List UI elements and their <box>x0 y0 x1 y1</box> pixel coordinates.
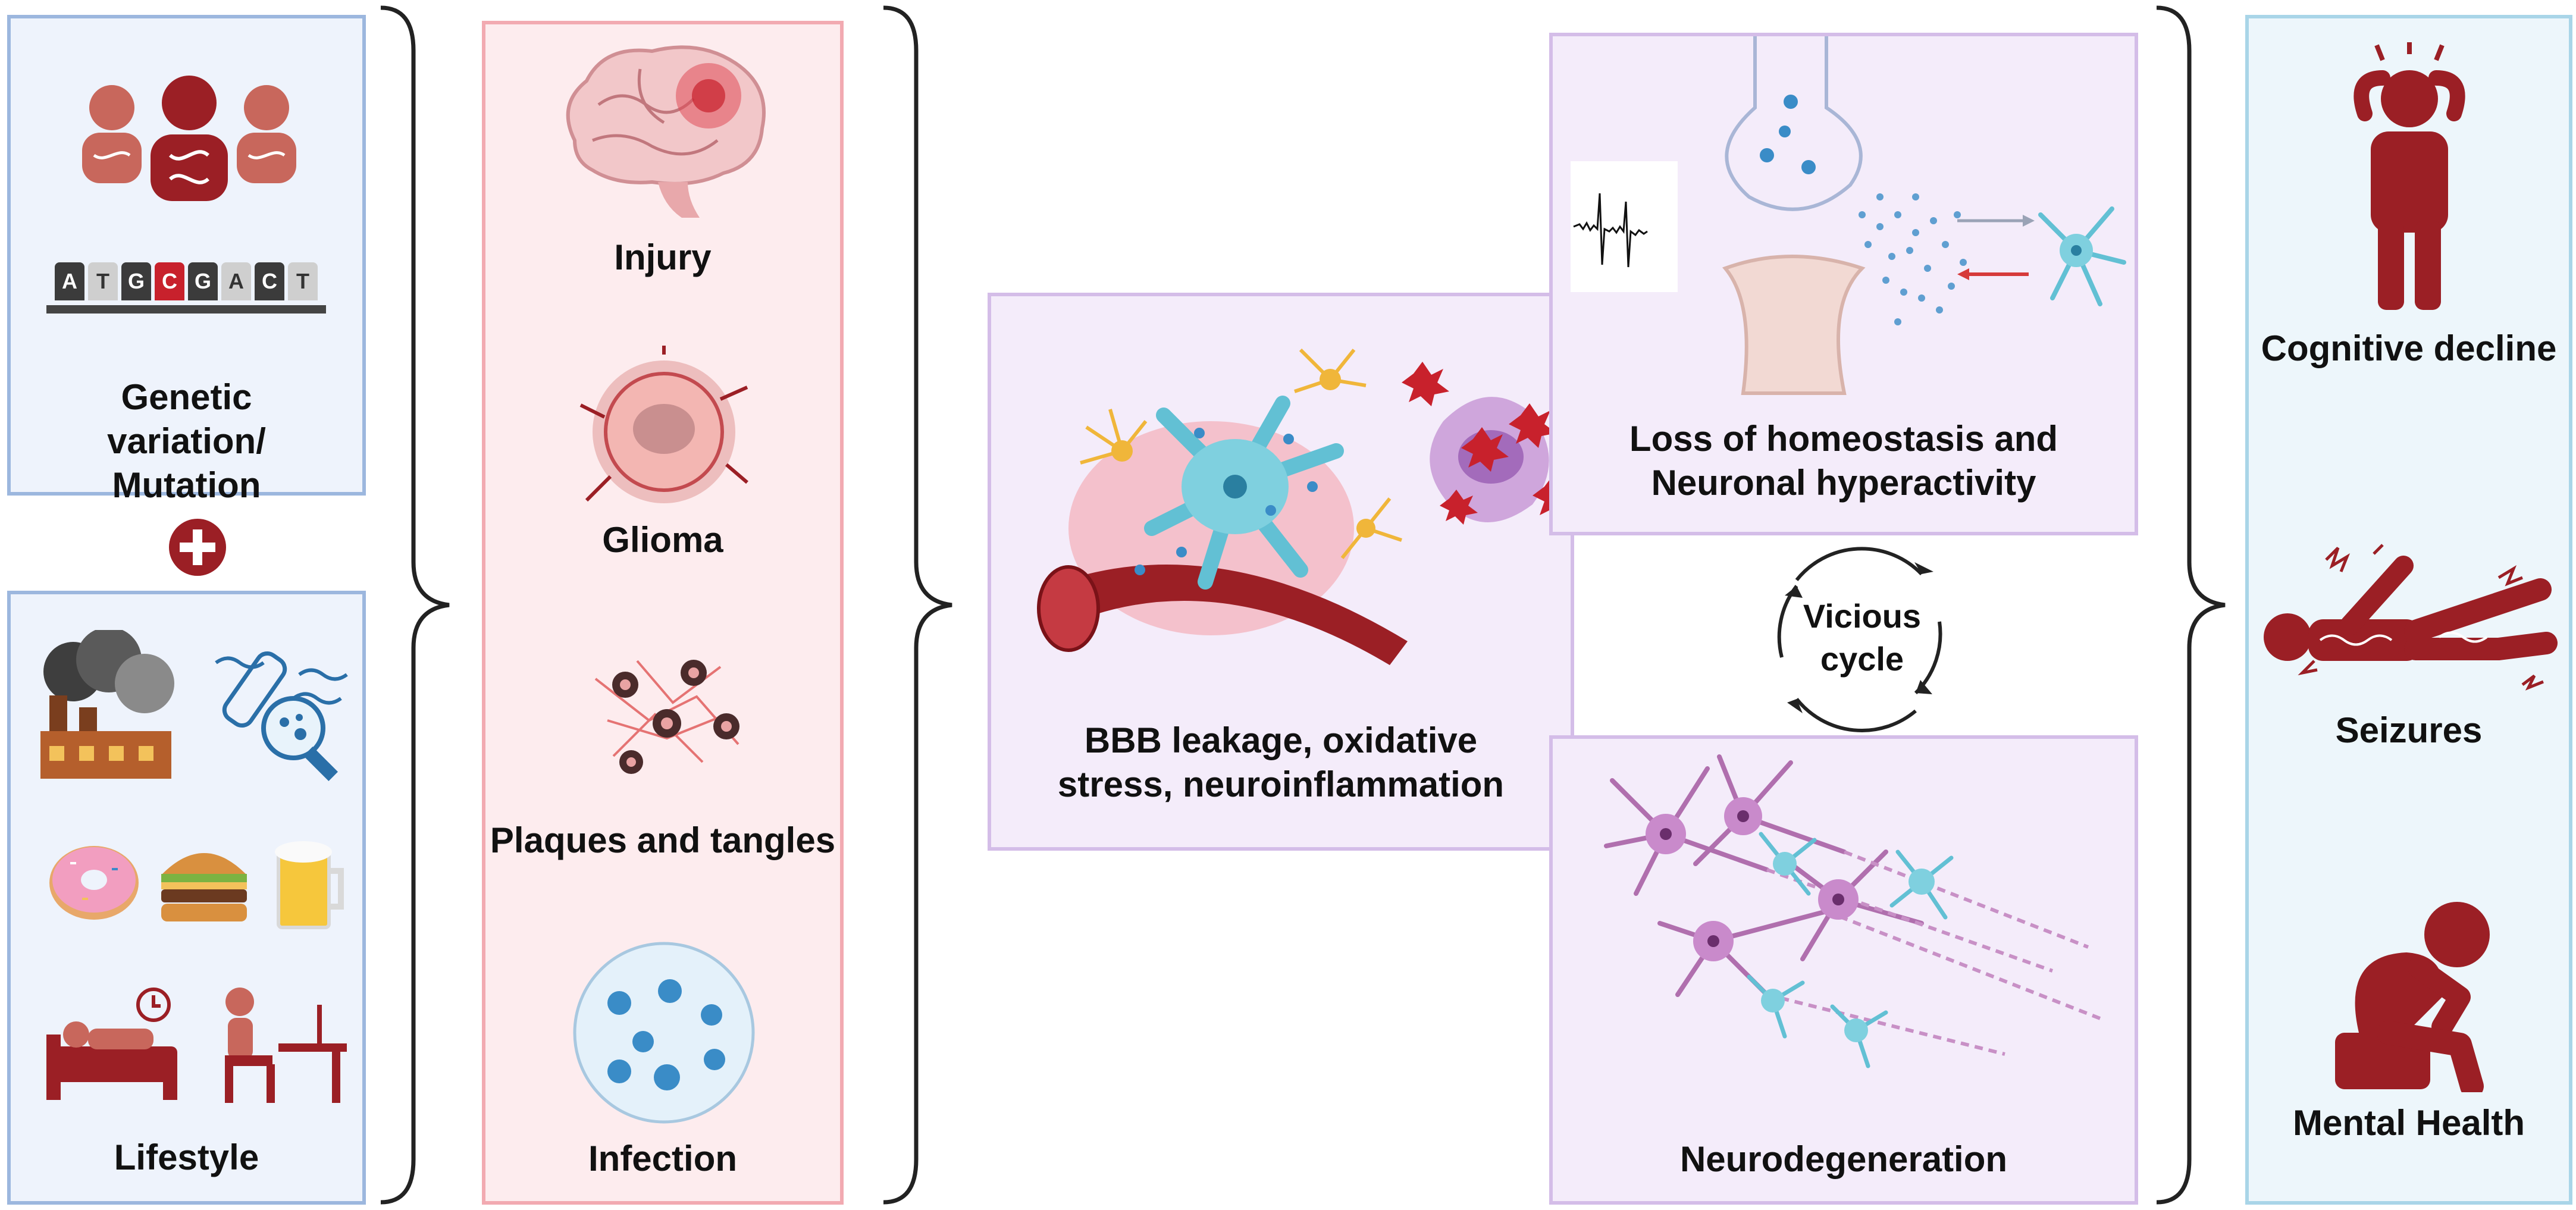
trigger-label-plaques: Plaques and tangles <box>490 820 836 860</box>
dna-base: G <box>121 262 151 300</box>
sad-person-icon <box>2335 902 2490 1092</box>
factory-pollution-icon <box>40 630 174 779</box>
burger-icon <box>161 853 247 921</box>
plaques-icon <box>594 660 739 774</box>
dna-base: C <box>255 262 284 300</box>
outcomes-panel: Cognitive decline Seizures Mental Health <box>2245 15 2572 1205</box>
people-dna-icon <box>82 76 296 201</box>
cycle-arrows-icon <box>1777 547 1942 733</box>
stressed-person-icon <box>2354 42 2465 310</box>
homeostasis-panel: Loss of homeostasis and Neuronal hyperac… <box>1549 33 2138 535</box>
bbb-label: BBB leakage, oxidative stress, neuroinfl… <box>1057 720 1505 804</box>
outcome-label-seizures: Seizures <box>2335 710 2483 750</box>
desk-work-icon <box>225 988 347 1103</box>
trigger-label-infection: Infection <box>588 1139 737 1178</box>
trigger-label-glioma: Glioma <box>602 520 723 560</box>
brace-3 <box>2156 5 2226 1205</box>
homeostasis-label: Loss of homeostasis and Neuronal hyperac… <box>1629 419 2058 503</box>
seizure-person-icon <box>2264 544 2558 691</box>
triggers-panel: Injury Glioma Plaques and tangles Infect… <box>482 21 844 1205</box>
vicious-cycle-label: Vicious cycle <box>1803 597 1922 678</box>
dna-base: T <box>288 262 318 300</box>
trigger-label-injury: Injury <box>614 237 712 277</box>
tumor-icon <box>579 346 748 503</box>
dna-base: A <box>55 262 84 300</box>
genetic-variation-label: Genetic variation/ Mutation <box>107 377 266 505</box>
lifestyle-label: Lifestyle <box>114 1137 259 1177</box>
dna-base: C <box>155 262 184 300</box>
brace-1 <box>380 5 450 1205</box>
neurons-icon <box>1604 754 2101 1068</box>
beer-icon <box>275 841 344 929</box>
plus-icon <box>169 519 226 576</box>
water-contamination-icon <box>215 651 348 781</box>
dna-base: A <box>221 262 251 300</box>
neurovascular-unit-icon <box>1037 348 1568 665</box>
brace-2 <box>883 5 952 1205</box>
neurodegeneration-label: Neurodegeneration <box>1679 1139 2008 1179</box>
eeg-trace-icon <box>1571 161 1678 292</box>
outcome-label-mental: Mental Health <box>2292 1103 2525 1143</box>
bbb-panel: BBB leakage, oxidative stress, neuroinfl… <box>988 293 1574 851</box>
lifestyle-panel: Lifestyle <box>7 591 366 1205</box>
virus-icon <box>573 942 755 1124</box>
donut-icon <box>49 846 139 920</box>
synapse-icon <box>1722 36 2126 395</box>
brain-icon <box>566 45 766 218</box>
sedentary-sleep-icon <box>46 988 177 1100</box>
outcome-label-cognitive: Cognitive decline <box>2261 328 2557 368</box>
dna-base: G <box>188 262 218 300</box>
neurodegeneration-panel: Neurodegeneration <box>1549 735 2138 1205</box>
dna-base: T <box>88 262 118 300</box>
